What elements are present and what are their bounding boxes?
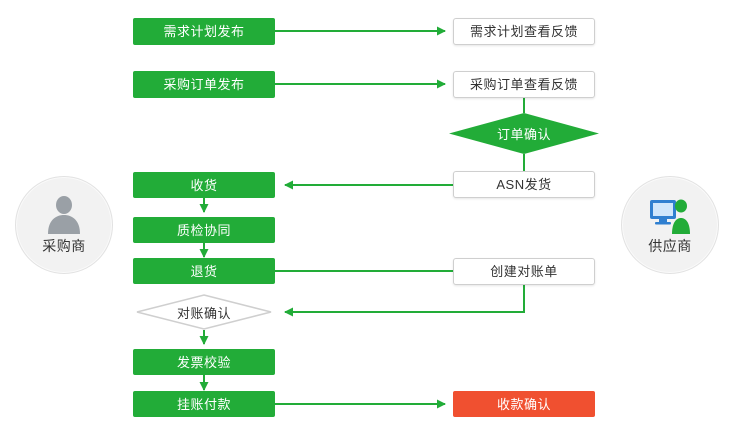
node-label: 退货 — [190, 263, 218, 279]
node-payment-receipt-confirm[interactable]: 收款确认 — [453, 391, 595, 417]
actor-buyer: 采购商 — [15, 176, 113, 274]
node-label: 采购订单查看反馈 — [469, 77, 578, 92]
node-receive-goods[interactable]: 收货 — [133, 172, 275, 198]
diamond-shape — [449, 113, 599, 154]
node-label: 需求计划查看反馈 — [469, 24, 578, 39]
node-return-goods[interactable]: 退货 — [133, 258, 275, 284]
node-purchase-order-view-feedback[interactable]: 采购订单查看反馈 — [453, 71, 595, 98]
node-accrual-payment[interactable]: 挂账付款 — [133, 391, 275, 417]
node-label: 订单确认 — [496, 127, 551, 142]
node-quality-collaboration[interactable]: 质检协同 — [133, 217, 275, 243]
node-label: 收货 — [190, 177, 218, 193]
node-label: 采购订单发布 — [163, 77, 245, 92]
actor-buyer-label: 采购商 — [42, 238, 86, 254]
node-label: 质检协同 — [176, 222, 231, 238]
connector-n10-n11 — [284, 285, 525, 317]
diamond-shape — [136, 294, 272, 330]
actor-supplier-label: 供应商 — [648, 238, 692, 254]
node-purchase-order-publish[interactable]: 采购订单发布 — [133, 71, 275, 98]
node-label: 发票校验 — [176, 354, 231, 370]
node-demand-plan-publish[interactable]: 需求计划发布 — [133, 18, 275, 45]
node-label: 收款确认 — [496, 396, 551, 412]
node-reconciliation-confirm[interactable]: 对账确认 — [136, 294, 272, 330]
node-label: 创建对账单 — [490, 264, 558, 279]
node-label: 需求计划发布 — [163, 24, 245, 39]
node-create-statement[interactable]: 创建对账单 — [453, 258, 595, 285]
node-label: 挂账付款 — [176, 396, 231, 412]
node-invoice-verification[interactable]: 发票校验 — [133, 349, 275, 375]
node-asn-shipment[interactable]: ASN发货 — [453, 171, 595, 198]
node-demand-plan-view-feedback[interactable]: 需求计划查看反馈 — [453, 18, 595, 45]
node-label: 对账确认 — [176, 305, 231, 321]
person-icon — [42, 194, 86, 234]
node-label: ASN发货 — [496, 177, 552, 192]
person-computer-icon — [648, 194, 692, 234]
node-order-confirm[interactable]: 订单确认 — [449, 113, 599, 154]
actor-supplier: 供应商 — [621, 176, 719, 274]
